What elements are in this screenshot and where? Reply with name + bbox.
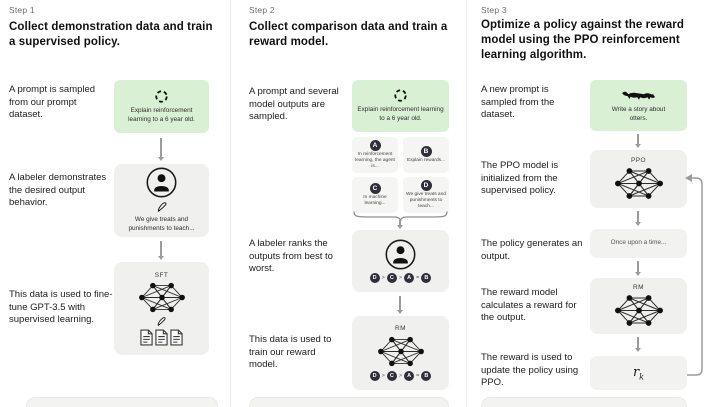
neural-network-icon xyxy=(139,281,185,314)
arrow-down xyxy=(156,138,166,161)
step1-prompt-box-caption: Explain reinforcement learning to a 6 ye… xyxy=(128,106,195,123)
bottom-card-cutoff xyxy=(26,397,218,407)
step1-sft-box: SFT xyxy=(114,262,209,355)
step3-reward-text: The reward model calculates a reward for… xyxy=(481,287,577,324)
ppo-model-label: PPO xyxy=(631,157,646,164)
step1-label: Step 1 xyxy=(9,5,35,15)
rank-separator: = xyxy=(416,373,420,379)
rank-separator: = xyxy=(416,275,420,281)
column-divider-2 xyxy=(466,0,467,407)
output-card-c: C In machine learning... xyxy=(352,177,398,213)
reward-formula: rk xyxy=(632,364,645,382)
ranking-row: D > C > A = B xyxy=(369,273,432,283)
neural-network-icon xyxy=(615,293,663,328)
rank-dot: A xyxy=(404,273,415,283)
model-outputs-grid: A In reinforcement learning, the agent i… xyxy=(352,137,449,213)
step1-labeler-text: A labeler demonstrates the desired outpu… xyxy=(9,172,107,209)
step1-labeler-box-caption: We give treats and punishments to teach.… xyxy=(128,216,195,232)
output-card-text: Explain rewards... xyxy=(406,158,446,164)
step3-ppo-text: The PPO model is initialized from the su… xyxy=(481,160,559,197)
step2-prompt-box: Explain reinforcement learning to a 6 ye… xyxy=(352,80,449,132)
arrow-down xyxy=(395,220,405,229)
rank-dot: D xyxy=(369,273,380,283)
pencil-icon xyxy=(156,201,168,213)
rank-dot: C xyxy=(386,273,397,283)
step2-rm-box: RM D > C > A = B xyxy=(352,316,449,390)
output-card-d: D We give treats and punishments to teac… xyxy=(403,177,449,213)
sft-model-label: SFT xyxy=(154,271,169,279)
step3-prompt-box-caption: Write a story about otters. xyxy=(611,105,666,122)
step3-label: Step 3 xyxy=(481,5,507,15)
step3-output-box-caption: Once upon a time... xyxy=(610,239,667,247)
step3-update-text: The reward is used to update the policy … xyxy=(481,352,579,389)
arrow-down xyxy=(633,261,643,276)
step3-ppo-box: PPO xyxy=(590,150,687,208)
output-card-b: B Explain rewards... xyxy=(403,137,449,173)
output-card-text: In machine learning... xyxy=(363,195,387,207)
step1-prompt-box: Explain reinforcement learning to a 6 ye… xyxy=(114,80,209,133)
output-letter-badge: C xyxy=(369,182,381,194)
step2-labeler-box: D > C > A = B xyxy=(352,230,449,292)
step1-prompt-text: A prompt is sampled from our prompt data… xyxy=(9,84,96,121)
arrow-down xyxy=(633,211,643,226)
arrow-down xyxy=(633,134,643,148)
rank-separator: > xyxy=(398,373,403,379)
step1-heading: Collect demonstration data and train a s… xyxy=(9,21,213,48)
ppo-feedback-loop-arrow xyxy=(684,170,708,384)
sample-cycle-icon xyxy=(393,88,408,103)
rank-dot: D xyxy=(369,371,380,381)
sample-cycle-icon xyxy=(154,89,169,104)
neural-network-icon xyxy=(615,166,663,201)
step2-prompt-text: A prompt and several model outputs are s… xyxy=(249,86,339,123)
step3-prompt-text: A new prompt is sampled from the dataset… xyxy=(481,84,555,121)
pencil-icon xyxy=(156,316,167,327)
ranking-row: D > C > A = B xyxy=(369,371,432,381)
step2-rank-text: A labeler ranks the outputs from best to… xyxy=(249,238,333,275)
output-card-text: In reinforcement learning, the agent is.… xyxy=(355,152,395,170)
curly-brace xyxy=(352,211,449,221)
rm-model-label: RM xyxy=(633,284,644,291)
arrow-down xyxy=(633,337,643,352)
column-divider-1 xyxy=(230,0,231,407)
output-card-text: We give treats and punishments to teach.… xyxy=(406,192,446,210)
step3-output-box: Once upon a time... xyxy=(590,229,687,258)
step1-labeler-box: We give treats and punishments to teach.… xyxy=(114,164,209,237)
rank-dot: C xyxy=(386,371,397,381)
bottom-card-cutoff xyxy=(481,397,687,407)
labeler-person-icon xyxy=(146,167,177,198)
output-card-a: A In reinforcement learning, the agent i… xyxy=(352,137,398,173)
step2-prompt-box-caption: Explain reinforcement learning to a 6 ye… xyxy=(357,106,444,122)
rank-dot: B xyxy=(421,273,432,283)
otter-icon xyxy=(621,88,657,104)
step3-output-text: The policy generates an output. xyxy=(481,238,583,262)
step3-rm-box: RM xyxy=(590,278,687,334)
step2-label: Step 2 xyxy=(249,5,275,15)
output-letter-badge: A xyxy=(369,139,381,151)
rank-separator: > xyxy=(381,373,385,379)
output-letter-badge: B xyxy=(420,145,432,157)
neural-network-icon xyxy=(378,335,424,368)
labeler-person-icon xyxy=(385,239,416,270)
rank-dot: B xyxy=(421,371,432,381)
step3-heading: Optimize a policy against the reward mod… xyxy=(481,19,684,61)
step3-reward-value-box: rk xyxy=(590,356,687,390)
rank-dot: A xyxy=(404,371,415,381)
step2-train-text: This data is used to train our reward mo… xyxy=(249,334,332,371)
rank-separator: > xyxy=(381,275,385,281)
documents-icon xyxy=(140,329,183,346)
output-letter-badge: D xyxy=(420,179,432,191)
step3-prompt-box: Write a story about otters. xyxy=(590,80,687,131)
bottom-card-cutoff xyxy=(249,397,449,407)
rank-separator: > xyxy=(398,275,403,281)
arrow-down xyxy=(156,241,166,260)
step2-heading: Collect comparison data and train a rewa… xyxy=(249,21,448,48)
arrow-down xyxy=(395,296,405,314)
rm-model-label: RM xyxy=(395,325,406,332)
step1-finetune-text: This data is used to fine-tune GPT-3.5 w… xyxy=(9,289,113,326)
